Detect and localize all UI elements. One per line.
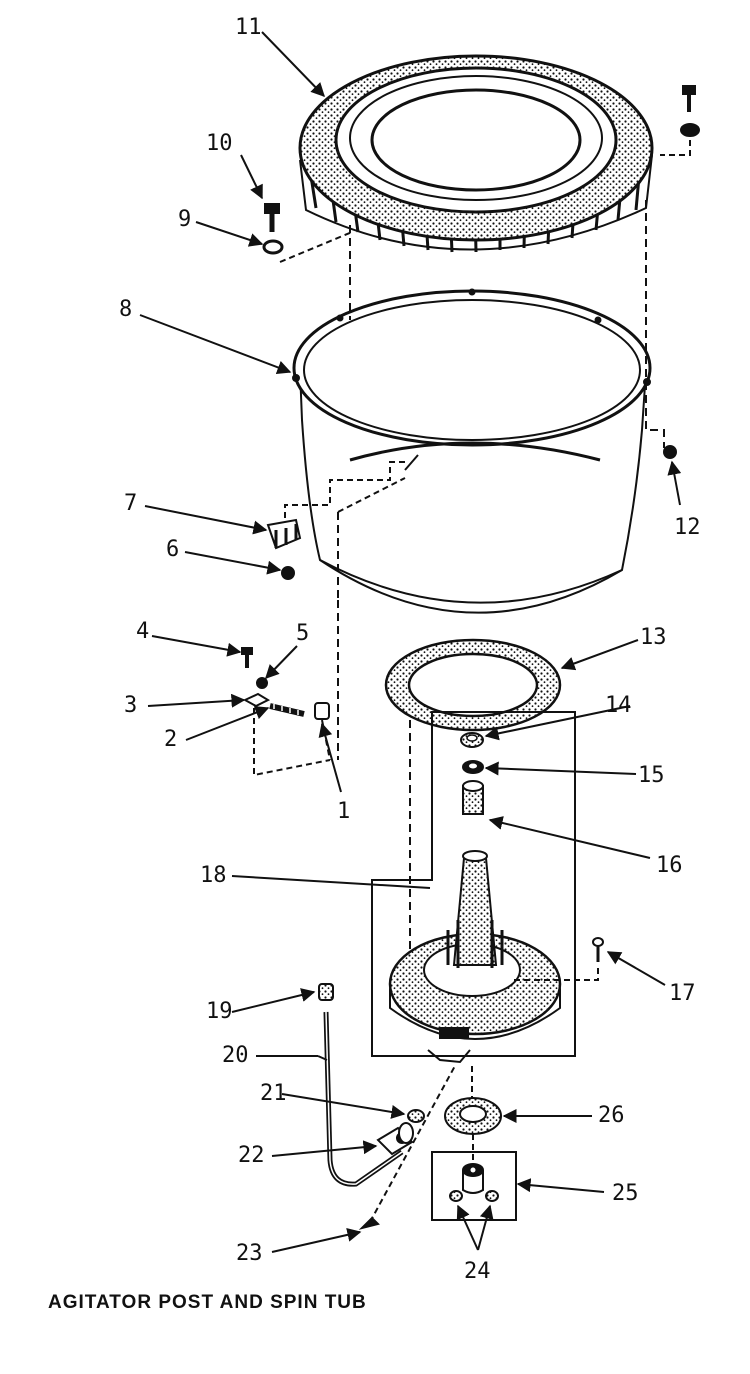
clamp-3 xyxy=(242,692,271,708)
tube-20 xyxy=(323,1011,404,1187)
callout-6: 6 xyxy=(166,537,179,562)
balance-ring xyxy=(298,54,654,253)
callout-15: 15 xyxy=(638,763,665,788)
nut-6 xyxy=(281,566,295,580)
callout-24: 24 xyxy=(464,1259,491,1284)
callout-21: 21 xyxy=(260,1081,287,1106)
callout-14: 14 xyxy=(605,693,632,718)
screw-23 xyxy=(358,1063,457,1230)
callout-17: 17 xyxy=(669,981,696,1006)
fitting-1 xyxy=(314,702,330,720)
screw-4 xyxy=(241,647,253,668)
agitator-post-18 xyxy=(388,850,562,1064)
callout-20: 20 xyxy=(222,1043,249,1068)
callout-18: 18 xyxy=(200,863,227,888)
callout-23: 23 xyxy=(236,1241,263,1266)
callout-25: 25 xyxy=(612,1181,639,1206)
callout-7: 7 xyxy=(124,491,137,516)
bolt-10 xyxy=(264,203,280,232)
gasket-13 xyxy=(384,638,562,732)
coupling-25 xyxy=(462,1163,484,1194)
seal-14 xyxy=(460,732,484,748)
callout-2: 2 xyxy=(164,727,177,752)
setscrews-24 xyxy=(449,1190,499,1202)
nut-21 xyxy=(407,1109,425,1123)
callout-5: 5 xyxy=(296,621,309,646)
gasket-26 xyxy=(444,1097,502,1135)
hose-2 xyxy=(269,703,305,717)
callout-11: 11 xyxy=(235,15,262,40)
callout-16: 16 xyxy=(656,853,683,878)
plug-19 xyxy=(318,983,334,1001)
fitting-22 xyxy=(376,1122,414,1156)
spin-tub xyxy=(292,288,652,614)
callout-13: 13 xyxy=(640,625,667,650)
callout-3: 3 xyxy=(124,693,137,718)
bracket-7 xyxy=(266,461,405,550)
callout-22: 22 xyxy=(238,1143,265,1168)
nut-9 xyxy=(262,231,353,263)
nut-12 xyxy=(663,445,677,459)
callout-8: 8 xyxy=(119,297,132,322)
washer-15 xyxy=(462,760,484,774)
callout-10: 10 xyxy=(206,131,233,156)
callout-19: 19 xyxy=(206,999,233,1024)
washer-5 xyxy=(256,677,268,689)
callout-12: 12 xyxy=(674,515,701,540)
callout-1: 1 xyxy=(337,799,350,824)
callout-9: 9 xyxy=(178,207,191,232)
bushing-16 xyxy=(462,780,484,815)
ring-bolt-right xyxy=(660,85,700,156)
diagram-title: AGITATOR POST AND SPIN TUB xyxy=(48,1292,367,1313)
callout-26: 26 xyxy=(598,1103,625,1128)
callout-4: 4 xyxy=(136,619,149,644)
screw-17 xyxy=(510,937,604,981)
